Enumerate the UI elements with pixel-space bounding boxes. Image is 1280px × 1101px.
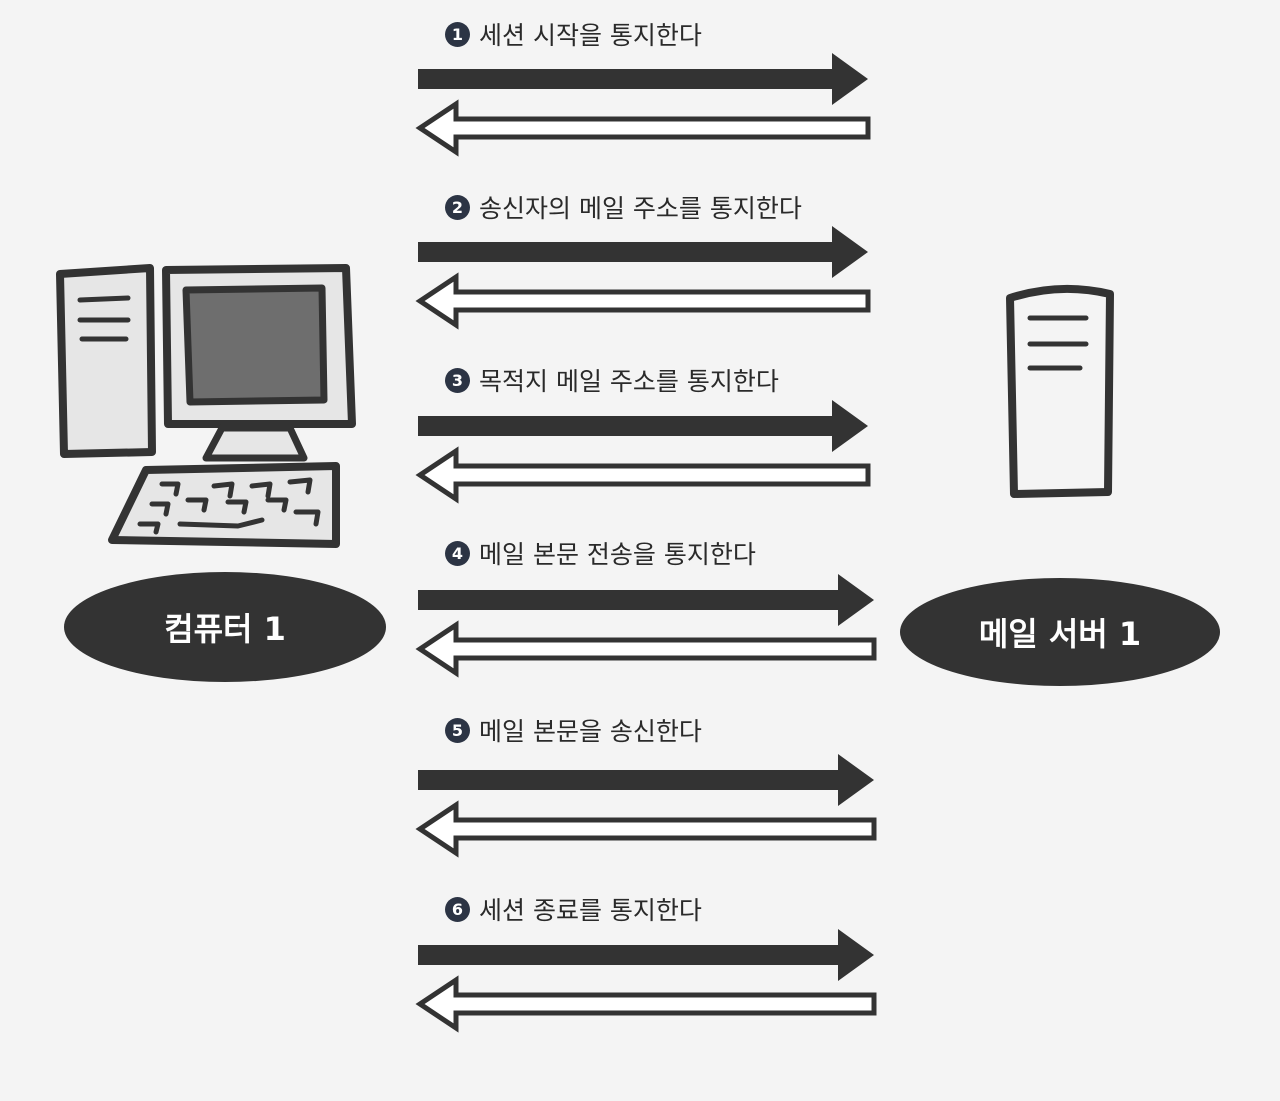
- step-number-badge: 5: [445, 717, 470, 743]
- pc-tower: [56, 264, 156, 458]
- step-number-badge: 6: [445, 896, 470, 922]
- desktop-computer-icon: [56, 264, 356, 548]
- response-arrow-1: [415, 99, 871, 157]
- request-arrow-3: [418, 400, 868, 452]
- client-label: 컴퓨터 1: [64, 572, 386, 682]
- pc-keyboard: [108, 462, 340, 548]
- step-label-5: 5 메일 본문을 송신한다: [445, 712, 702, 748]
- step-label-1: 1 세션 시작을 통지한다: [445, 16, 702, 52]
- request-arrow-5: [418, 754, 874, 806]
- step-text: 세션 종료를 통지한다: [479, 896, 702, 925]
- step-label-3: 3 목적지 메일 주소를 통지한다: [445, 362, 779, 398]
- step-number-badge: 2: [445, 194, 470, 220]
- response-arrow-2: [415, 272, 871, 330]
- server-label: 메일 서버 1: [900, 578, 1220, 686]
- response-arrow-3: [415, 446, 871, 504]
- step-label-4: 4 메일 본문 전송을 통지한다: [445, 535, 756, 571]
- request-arrow-4: [418, 574, 874, 626]
- step-label-2: 2 송신자의 메일 주소를 통지한다: [445, 189, 802, 225]
- step-number-badge: 3: [445, 367, 470, 393]
- server-tower-icon: [1006, 284, 1114, 498]
- response-arrow-5: [415, 800, 877, 858]
- step-number-badge: 4: [445, 540, 470, 566]
- step-text: 목적지 메일 주소를 통지한다: [479, 367, 779, 396]
- pc-monitor: [162, 264, 356, 462]
- step-text: 세션 시작을 통지한다: [479, 21, 702, 50]
- response-arrow-6: [415, 975, 877, 1033]
- request-arrow-6: [418, 929, 874, 981]
- step-number-badge: 1: [445, 21, 470, 47]
- request-arrow-2: [418, 226, 868, 278]
- step-text: 송신자의 메일 주소를 통지한다: [479, 194, 802, 223]
- request-arrow-1: [418, 53, 868, 105]
- step-text: 메일 본문 전송을 통지한다: [479, 540, 756, 569]
- arrow-layer: [415, 53, 877, 1033]
- response-arrow-4: [415, 620, 877, 678]
- step-text: 메일 본문을 송신한다: [479, 717, 702, 746]
- step-label-6: 6 세션 종료를 통지한다: [445, 891, 702, 927]
